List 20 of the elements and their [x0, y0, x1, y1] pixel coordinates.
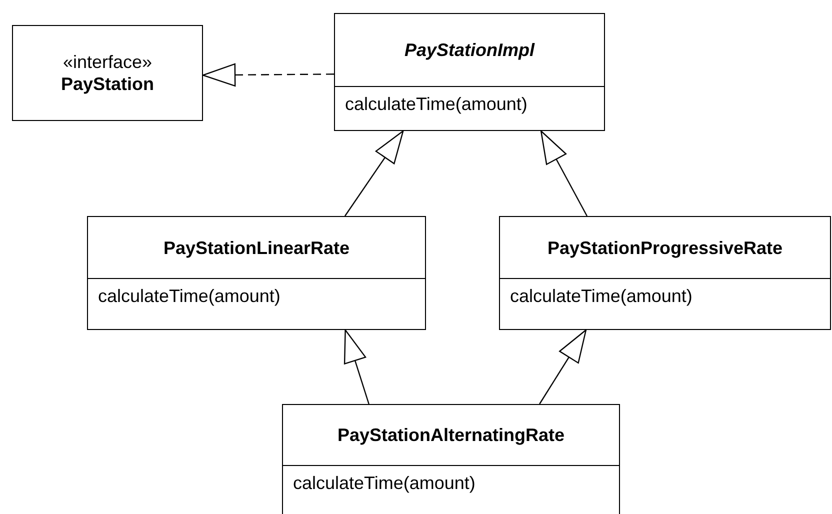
- operation-text: calculateTime(amount): [98, 286, 280, 306]
- inheritance-arrow: [344, 130, 404, 216]
- operation-text: calculateTime(amount): [293, 473, 476, 493]
- realization-arrow: [202, 63, 334, 87]
- class-name: PayStationProgressiveRate: [547, 236, 783, 258]
- inheritance-arrow: [539, 329, 587, 404]
- class-box: [87, 216, 426, 330]
- class-box: [334, 13, 605, 131]
- stereotype-label: «interface»: [62, 51, 152, 73]
- class-name: PayStationLinearRate: [163, 236, 350, 258]
- class-name: PayStationImpl: [404, 39, 535, 61]
- interface-name: PayStation: [60, 73, 154, 95]
- operation-text: calculateTime(amount): [345, 94, 528, 114]
- class-box: [282, 404, 620, 514]
- inheritance-arrow: [344, 329, 370, 404]
- interface-box: [12, 25, 203, 121]
- operation-text: calculateTime(amount): [510, 286, 692, 306]
- class-box: [499, 216, 831, 330]
- inheritance-arrow: [540, 130, 588, 216]
- class-name: PayStationAlternatingRate: [337, 424, 565, 446]
